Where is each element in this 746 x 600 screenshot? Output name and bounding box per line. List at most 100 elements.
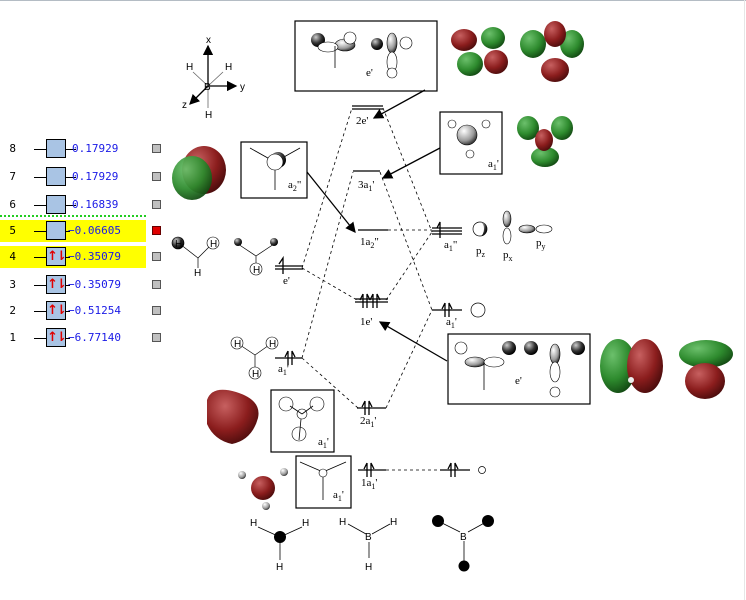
level-tick-left <box>34 338 46 339</box>
orbital-row[interactable]: 8 0.17929 <box>0 138 170 160</box>
level-tick-left <box>34 285 46 286</box>
box-a2-label: a2" <box>288 179 301 193</box>
electron-arrows <box>278 221 459 477</box>
orbital-visibility-checkbox[interactable] <box>152 252 161 261</box>
orbital-energy: 0.16839 <box>72 198 119 211</box>
orbital-row[interactable]: 3↑⇂−0.35079 <box>0 274 170 296</box>
axis-h3: H <box>205 110 212 121</box>
orbital-row[interactable]: 7 0.17929 <box>0 166 170 188</box>
orbital-energy: −0.35079 <box>68 278 121 291</box>
level-tick-left <box>34 205 46 206</box>
boron-p-orbitals: pz px py <box>470 210 553 474</box>
orbital-index: 7 <box>9 170 16 183</box>
label-boron-a1p: a1' <box>446 316 457 330</box>
orbital-visibility-checkbox[interactable] <box>152 200 161 209</box>
top-border <box>0 0 746 1</box>
h3-fragment-a1-orbital: H H H <box>230 336 279 380</box>
isosurface-1a1 <box>238 468 288 510</box>
py-label: py <box>536 237 546 251</box>
bh3-h2: H <box>390 517 397 528</box>
axis-h1: H <box>186 62 193 73</box>
orbital-occupancy-box[interactable] <box>46 195 66 214</box>
b-atom-label: B <box>460 532 467 543</box>
level-tick-right <box>66 311 70 312</box>
axis-y-label: y <box>240 82 245 93</box>
orbital-occupancy-box[interactable] <box>46 167 66 186</box>
arrow-to-2e <box>372 89 426 119</box>
arrow-to-1e <box>378 321 448 362</box>
isosurface-3a1 <box>517 116 573 167</box>
orbital-box-a2: a2" <box>240 141 308 199</box>
orbital-occupancy-box[interactable]: ↑⇂ <box>46 301 67 320</box>
orbital-energy: 0.17929 <box>72 170 119 183</box>
correlation-lines <box>301 107 440 471</box>
orbital-visibility-checkbox[interactable] <box>152 306 161 315</box>
level-tick-left <box>34 257 46 258</box>
h3-atom-h1: H <box>250 518 257 529</box>
structure-b-orbitals: B <box>432 515 494 572</box>
level-tick-right <box>66 231 70 232</box>
orbital-visibility-checkbox[interactable] <box>152 333 161 342</box>
arrow-to-3a1 <box>381 147 441 179</box>
h3-e2-h3: H <box>253 265 260 276</box>
orbital-box-e-top: e' <box>294 20 438 92</box>
orbital-visibility-checkbox[interactable] <box>152 280 161 289</box>
spin-pair-icon: ↑⇂ <box>47 249 67 264</box>
orbital-row[interactable]: 5−0.06605 <box>0 220 161 242</box>
label-1a2: 1a2" <box>360 236 379 250</box>
h3-a1-h3: H <box>252 369 259 380</box>
level-tick-right <box>66 338 70 339</box>
orbital-occupancy-box[interactable] <box>46 221 66 240</box>
label-2a1: 2a1' <box>360 415 376 429</box>
bh3-h3: H <box>365 562 372 573</box>
orbital-index: 8 <box>9 142 16 155</box>
isosurface-2a1 <box>207 389 259 444</box>
label-frag-e: e' <box>283 275 290 287</box>
isosurface-lumo <box>172 146 226 200</box>
coordinate-axes: x y z H H H B <box>182 35 245 121</box>
homo-lumo-separator <box>0 215 146 217</box>
level-tick-left <box>34 311 46 312</box>
orbital-energy: 0.17929 <box>72 142 119 155</box>
bh3-b: B <box>365 532 372 543</box>
right-border <box>744 0 745 600</box>
orbital-row[interactable]: 2↑⇂−0.51254 <box>0 300 170 322</box>
orbital-box-a1-low: a1' <box>295 455 352 509</box>
orbital-occupancy-box[interactable]: ↑⇂ <box>46 247 67 266</box>
box-a1-top-label: a1' <box>488 158 499 172</box>
orbital-occupancy-box[interactable]: ↑⇂ <box>46 328 67 347</box>
spin-pair-icon: ↑⇂ <box>47 303 67 318</box>
label-2e: 2e' <box>356 115 368 127</box>
orbital-index: 4 <box>9 250 16 263</box>
label-3a1: 3a1' <box>358 179 374 193</box>
isosurface-2e-a <box>451 27 508 76</box>
orbital-occupancy-box[interactable] <box>46 139 66 158</box>
structure-bh3: H H B H <box>339 517 397 573</box>
orbital-visibility-checkbox[interactable] <box>152 226 161 235</box>
pz-label: pz <box>476 245 486 259</box>
level-tick-left <box>34 177 46 178</box>
orbital-box-e-bottom: e' <box>447 333 591 405</box>
level-tick-right <box>66 257 70 258</box>
level-tick-left <box>34 149 46 150</box>
orbital-visibility-checkbox[interactable] <box>152 172 161 181</box>
label-frag-a1: a1' <box>278 363 289 377</box>
orbital-index: 1 <box>9 331 16 344</box>
level-tick-right <box>66 177 76 178</box>
orbital-visibility-checkbox[interactable] <box>152 144 161 153</box>
isosurface-2e-b <box>520 21 584 82</box>
level-tick-right <box>66 149 76 150</box>
orbital-energy: −6.77140 <box>68 331 121 344</box>
orbital-occupancy-box[interactable]: ↑⇂ <box>46 275 67 294</box>
orbital-energy: −0.35079 <box>68 250 121 263</box>
h3-fragment-e-orbitals: H H H H <box>171 236 278 279</box>
level-tick-left <box>34 231 46 232</box>
orbital-row[interactable]: 4 ↑⇂−0.35079 <box>0 246 161 268</box>
orbital-row[interactable]: 1 ↑⇂−6.77140 <box>0 327 170 349</box>
axis-z-label: z <box>182 100 187 111</box>
spin-pair-icon: ↑⇂ <box>47 277 67 292</box>
box-a1-low-label: a1' <box>333 489 344 503</box>
label-boron-a1pp: a1" <box>444 239 457 253</box>
arrow-to-1a2 <box>306 171 356 234</box>
